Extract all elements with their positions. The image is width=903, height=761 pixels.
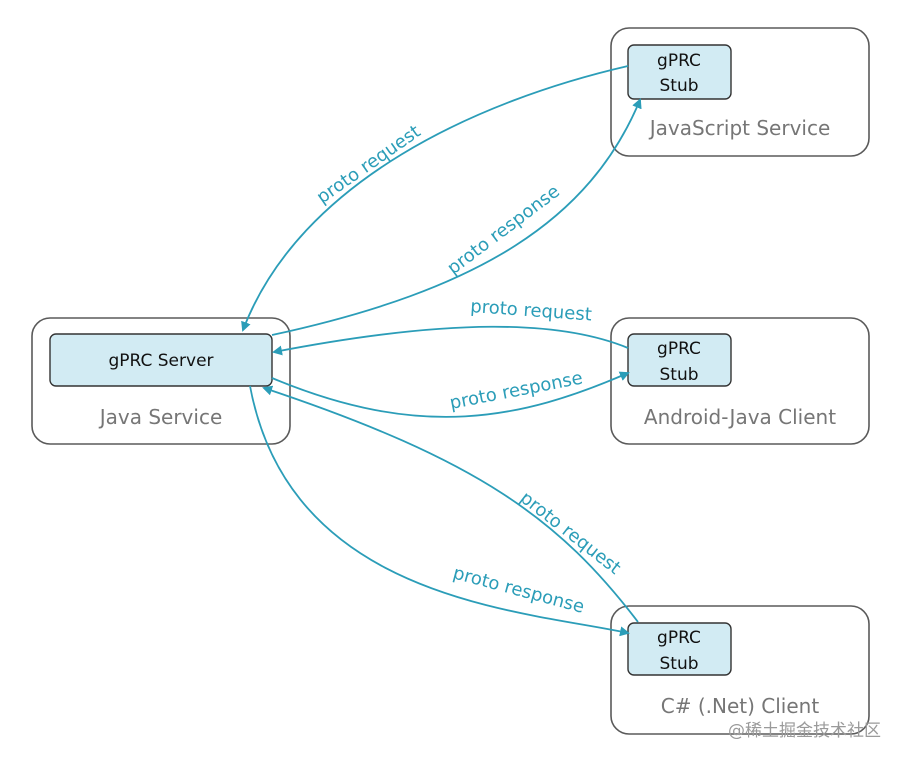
csharp-stub-line1: gPRC [657,628,701,648]
android-stub-box [627,333,732,387]
android-response-arrow [271,371,630,418]
java-service-node: gPRC Server Java Service [31,317,291,445]
csharp-client-label: C# (.Net) Client [661,694,820,718]
csharp-response-arrow [249,385,630,637]
android-request-label: proto request [470,296,593,325]
js-response-arrow [271,98,642,336]
js-request-label: proto request [313,121,425,208]
csharp-response-label: proto response [451,563,587,618]
csharp-client-node: gPRC Stub C# (.Net) Client [610,605,870,735]
csharp-request-arrow [262,385,639,623]
javascript-stub-line1: gPRC [657,51,701,71]
js-request-arrow [241,65,629,332]
csharp-request-label: proto request [516,487,625,578]
android-stub-line2: Stub [659,365,698,385]
grpc-server-box [49,333,273,387]
android-stub-line1: gPRC [657,339,701,359]
js-response-label: proto response [443,181,563,279]
grpc-server-label: gPRC Server [108,351,213,371]
android-client-node: gPRC Stub Android-Java Client [610,317,870,445]
csharp-stub-box [627,622,732,676]
android-request-arrow [272,325,629,356]
javascript-stub-box [627,44,732,100]
android-client-label: Android-Java Client [644,405,836,429]
android-response-label: proto response [448,368,585,414]
csharp-stub-line2: Stub [659,654,698,674]
java-service-label: Java Service [98,405,223,429]
watermark: @稀土掘金技术社区 [728,721,881,741]
javascript-stub-line2: Stub [659,76,698,96]
javascript-service-node: gPRC Stub JavaScript Service [610,27,870,157]
javascript-service-label: JavaScript Service [648,116,831,140]
